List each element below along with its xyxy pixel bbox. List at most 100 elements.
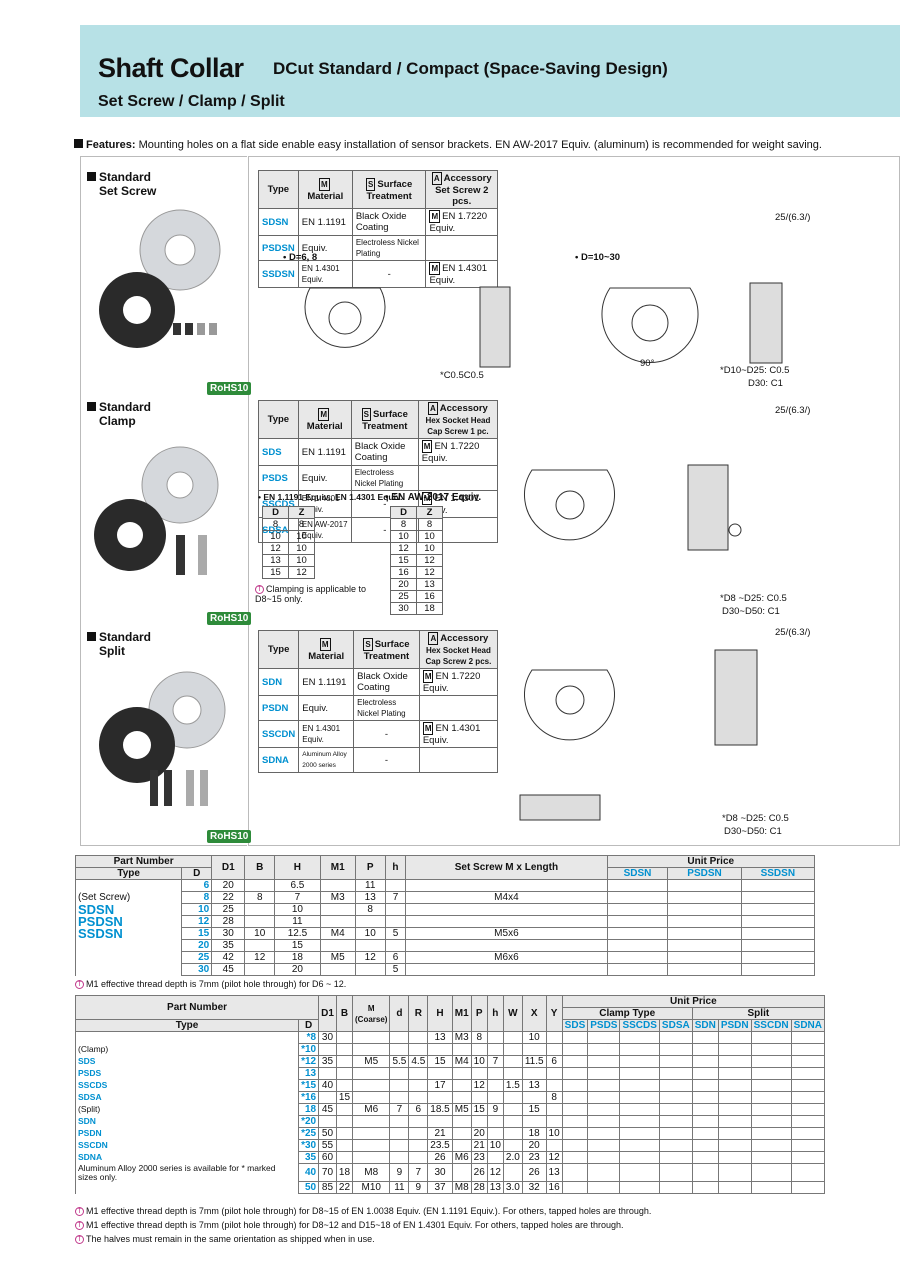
table-cell <box>352 1139 391 1152</box>
table-cell <box>502 1031 523 1044</box>
table-cell <box>354 963 386 976</box>
table-cell <box>427 1067 453 1080</box>
table-cell <box>352 1043 391 1056</box>
table-cell: 8 <box>181 891 213 904</box>
table-cell <box>521 1091 547 1104</box>
col-type: Type <box>74 867 183 880</box>
price-cell <box>587 1079 621 1092</box>
price-cell <box>606 927 669 940</box>
table-cell: *10 <box>298 1043 320 1056</box>
section-name: Standard <box>99 400 152 414</box>
type-cell: (Set Screw) <box>74 891 183 904</box>
table-cell: M3 <box>319 891 356 904</box>
col-h: H <box>427 995 453 1032</box>
features-text: Mounting holes on a flat side enable eas… <box>135 139 822 151</box>
col-accessory: Accessory <box>439 403 488 414</box>
price-cell <box>717 1055 752 1068</box>
col-m1: M1 <box>451 995 472 1032</box>
type-cell: PSDS <box>258 465 299 491</box>
table-cell <box>451 1043 472 1056</box>
price-cell <box>619 1055 660 1068</box>
surface-cell: - <box>353 720 420 748</box>
table-cell: 50 <box>298 1181 320 1194</box>
table-cell <box>352 1127 391 1140</box>
table-cell: M5 <box>319 951 356 964</box>
note-text: M1 effective thread depth is 7mm (pilot … <box>86 1206 652 1216</box>
table-cell: 21 <box>427 1127 453 1140</box>
price-cell <box>667 963 742 976</box>
price-cell <box>790 1163 826 1182</box>
table-cell <box>335 1043 354 1056</box>
table-cell: 40 <box>318 1079 337 1092</box>
table-cell <box>389 1127 410 1140</box>
table-cell <box>389 1079 410 1092</box>
table-cell: 12 <box>244 951 276 964</box>
price-cell <box>561 1031 589 1044</box>
roughness-label: 25/(6.3/) <box>775 627 811 638</box>
price-cell <box>740 915 816 928</box>
col-price-sscds: SSCDS <box>619 1019 660 1032</box>
col-type: Type <box>258 170 299 209</box>
dz1-title: • EN 1.1191 Equiv., EN 1.4301 Equiv. <box>258 492 403 502</box>
price-cell <box>691 1067 719 1080</box>
price-cell <box>658 1055 693 1068</box>
table-cell <box>545 1043 563 1056</box>
type-cell <box>74 963 183 976</box>
price-cell <box>750 1091 792 1104</box>
table-cell: 10 <box>470 1055 488 1068</box>
dz2-title: • EN AW-2017 Equiv. <box>385 492 482 503</box>
table-cell <box>389 1043 410 1056</box>
table-cell <box>335 1031 354 1044</box>
table-cell: 15 <box>274 939 321 952</box>
table-cell: 7 <box>389 1103 410 1116</box>
table-cell: 3.0 <box>502 1181 523 1194</box>
price-cell <box>587 1091 621 1104</box>
price-cell <box>750 1079 792 1092</box>
table-cell <box>486 1067 504 1080</box>
col-h: H <box>274 855 321 880</box>
col-price-psdsn: PSDSN <box>667 867 742 880</box>
note-icon: T <box>75 1221 84 1231</box>
col-accessory: Accessory <box>443 173 492 184</box>
col-d: D <box>298 1019 320 1032</box>
table-cell <box>319 963 356 976</box>
table-cell: 6 <box>545 1055 563 1068</box>
acc-cell <box>418 747 499 773</box>
table-cell: 9 <box>486 1103 504 1116</box>
type-cell: SSDSN <box>258 260 299 288</box>
price-cell <box>658 1127 693 1140</box>
col-d1: D1 <box>211 855 246 880</box>
table-cell: 85 <box>318 1181 337 1194</box>
price-cell <box>691 1031 719 1044</box>
section-name2: Split <box>99 644 125 658</box>
table-cell <box>451 1091 472 1104</box>
table-cell <box>352 1151 391 1164</box>
price-cell <box>740 891 816 904</box>
roughness-label: 25/(6.3/) <box>775 405 811 416</box>
type-cell: SSCDN <box>257 720 300 748</box>
col-price-sds: SDS <box>561 1019 589 1032</box>
c05-label: *C0.5C0.5 <box>440 370 484 381</box>
surface-cell: - <box>353 747 420 773</box>
price-cell <box>750 1151 792 1164</box>
table-cell: 12 <box>354 951 386 964</box>
table-cell <box>486 1043 504 1056</box>
col-material: Material <box>306 420 343 432</box>
price-table-clamp-split: Part Number D1 B M (Coarse) d R H M1 P h… <box>74 995 826 1194</box>
table-cell <box>408 1115 429 1128</box>
table-cell: 6 <box>384 951 407 964</box>
page-subtitle: DCut Standard / Compact (Space-Saving De… <box>273 59 668 78</box>
type-cell: SDNA <box>257 747 300 773</box>
price-cell <box>750 1067 792 1080</box>
price-cell <box>619 1079 660 1092</box>
table-cell: *25 <box>298 1127 320 1140</box>
surface-cell: Black Oxide Coating <box>353 668 420 696</box>
table-cell: 18 <box>274 951 321 964</box>
table-cell: 9 <box>389 1163 410 1182</box>
price-cell <box>619 1031 660 1044</box>
